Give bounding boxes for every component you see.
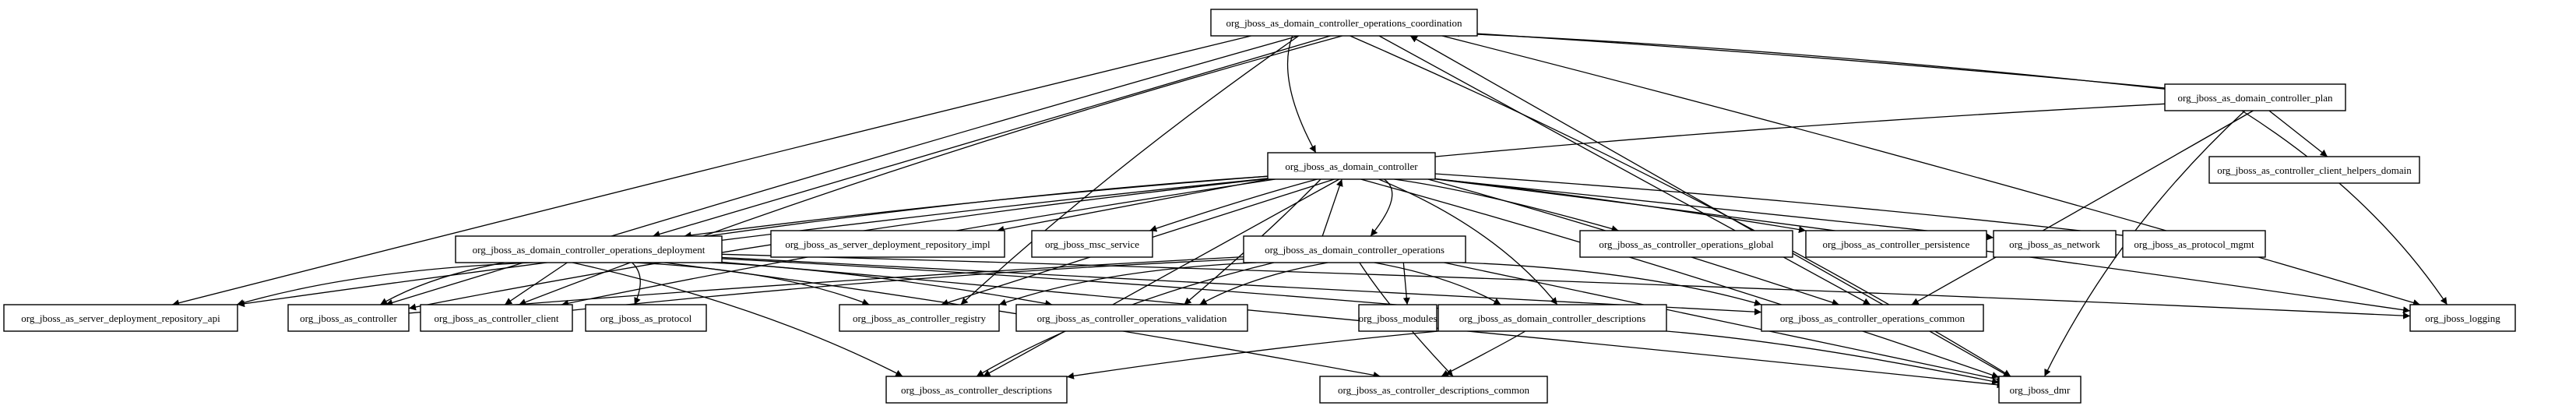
edge-ops_deployment-to-domain_controller [706,171,1289,237]
edge-dc_descriptions-to-dmr [1666,330,2000,385]
node-label-plan: org_jboss_as_domain_controller_plan [2177,91,2333,104]
edge-domain_controller-to-dc_operations [1370,178,1393,237]
edge-ops_deployment-to-repo_api [236,262,533,306]
edge-plan-to-client_helpers_domain [2268,110,2328,157]
edge-dc_operations-to-registry [998,262,1257,306]
node-label-coordination: org_jboss_as_domain_controller_operation… [1226,16,1462,29]
node-label-descriptions: org_jboss_as_controller_descriptions [900,383,1052,396]
edge-dc_operations-to-dmr [1444,262,2004,383]
node-label-controller_client: org_jboss_as_controller_client [434,312,559,324]
edge-domain_controller-to-protocol_mgmt [1429,172,2141,241]
edge-dc_operations-to-controller_client [553,257,1276,316]
node-box-registry[interactable] [839,304,1000,332]
node-box-protocol[interactable] [585,304,707,332]
edge-plan-to-domain_controller [1409,103,2166,162]
node-box-repo_api[interactable] [3,304,238,332]
node-box-ops_common[interactable] [1761,304,1984,332]
node-box-coordination[interactable] [1210,9,1478,37]
node-box-dc_descriptions[interactable] [1438,304,1667,332]
edge-dc_operations-to-validation [1199,262,1328,305]
edge-plan-to-ops_common [1911,110,2254,305]
node-box-modules[interactable] [1358,304,1438,332]
node-label-dc_operations: org_jboss_as_domain_controller_operation… [1265,243,1445,256]
node-label-msc_service: org_jboss_msc_service [1044,238,1140,250]
node-box-descriptions[interactable] [885,376,1068,404]
node-label-persistence: org_jboss_as_controller_persistence [1822,238,1970,250]
node-box-dc_operations[interactable] [1243,235,1466,263]
node-label-controller: org_jboss_as_controller [300,312,397,324]
edge-ops_deployment-to-descriptions [572,262,903,377]
node-layer [3,9,2516,404]
edge-domain_controller-to-dmr [1360,178,2000,379]
node-box-logging[interactable] [2409,304,2516,332]
edge-dc_operations-to-controller [401,256,1244,317]
edge-dc_operations-to-ops_common [1462,262,1762,306]
node-box-ops_global[interactable] [1579,230,1793,258]
edge-coordination-to-repo_api [171,35,1251,307]
edge-coordination-to-logging [1441,35,2420,306]
edge-dc_operations-to-dc_descriptions [1374,262,1501,305]
edge-coordination-to-domain_controller [1286,35,1317,154]
edge-dc_operations-to-modules [1402,262,1410,305]
edge-ops_deployment-to-protocol [632,262,641,305]
edge-ops_deployment-to-dc_descriptions [721,258,1446,312]
edge-domain_controller-to-network [1405,175,1994,241]
node-label-ops_global: org_jboss_as_controller_operations_globa… [1599,238,1774,250]
node-box-client_helpers_domain[interactable] [2208,156,2420,184]
node-box-domain_controller[interactable] [1267,152,1436,180]
node-label-logging: org_jboss_logging [2425,312,2500,324]
node-label-repo_api: org_jboss_as_server_deployment_repositor… [21,312,220,324]
node-label-client_helpers_domain: org_jboss_as_controller_client_helpers_d… [2217,164,2412,176]
edge-ops_deployment-to-logging [721,253,2411,319]
edge-coordination-to-ops_common [1378,35,1871,305]
node-label-protocol_mgmt: org_jboss_as_protocol_mgmt [2134,238,2254,250]
edge-plan-to-coordination [1452,30,2178,91]
edge-ops_deployment-to-controller [379,262,505,305]
edge-ops_deployment-to-controller_client [504,262,568,305]
edge-ops_deployment-to-descriptions_common [664,262,1381,379]
node-label-repo_impl: org_jboss_as_server_deployment_repositor… [785,238,991,250]
edge-dc_descriptions-to-descriptions_common [1441,330,1526,377]
node-label-descriptions_common: org_jboss_as_controller_descriptions_com… [1337,383,1529,396]
node-box-network[interactable] [1993,230,2117,258]
edge-dc_descriptions-to-descriptions [1066,330,1439,379]
node-box-plan[interactable] [2164,83,2346,111]
edge-coordination-to-ops_deployment [653,35,1331,238]
node-box-validation[interactable] [1015,304,1248,332]
node-label-dc_descriptions: org_jboss_as_domain_controller_descripti… [1459,312,1646,324]
node-box-descriptions_common[interactable] [1319,376,1548,404]
node-label-ops_common: org_jboss_as_controller_operations_commo… [1779,312,1965,324]
edge-domain_controller-to-ops_global [1394,178,1619,232]
node-box-ops_deployment[interactable] [455,235,723,263]
node-label-dmr: org_jboss_dmr [2009,383,2071,396]
node-box-controller_client[interactable] [420,304,573,332]
node-box-repo_impl[interactable] [770,230,1005,258]
edge-coordination-to-registry [960,35,1300,305]
node-box-dmr[interactable] [1998,376,2082,404]
node-box-persistence[interactable] [1805,230,1987,258]
node-box-protocol_mgmt[interactable] [2122,230,2266,258]
edge-domain_controller-to-descriptions [983,178,1340,377]
node-label-validation: org_jboss_as_controller_operations_valid… [1036,312,1227,324]
node-label-registry: org_jboss_as_controller_registry [853,312,986,324]
edge-domain_controller-to-msc_service [1149,178,1318,232]
node-label-domain_controller: org_jboss_as_domain_controller [1285,160,1418,172]
edge-plan-to-logging [2241,110,2448,305]
node-label-network: org_jboss_as_network [2009,238,2100,250]
edge-dc_operations-to-domain_controller [1321,178,1343,237]
node-box-msc_service[interactable] [1031,230,1153,258]
edge-ops_deployment-to-ops_common [702,256,1762,316]
node-label-ops_deployment: org_jboss_as_domain_controller_operation… [472,243,706,256]
node-label-protocol: org_jboss_as_protocol [600,312,692,324]
node-box-controller[interactable] [287,304,410,332]
node-label-modules: org_jboss_modules [1358,312,1438,324]
